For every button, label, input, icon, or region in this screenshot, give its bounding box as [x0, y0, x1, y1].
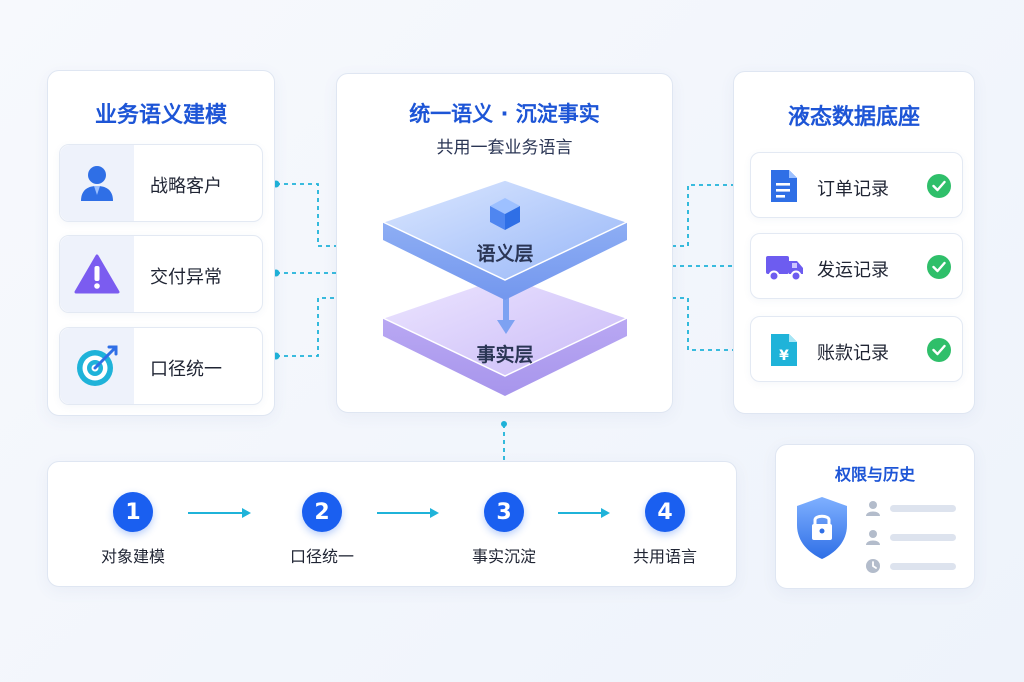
step-1-label: 对象建模	[100, 547, 165, 566]
step-arrows	[188, 508, 610, 518]
arrow-head	[601, 508, 610, 518]
check-icon	[927, 255, 951, 279]
item-label: 口径统一	[150, 359, 222, 380]
check-icon	[927, 338, 951, 362]
person-icon	[60, 145, 134, 221]
step-3-badge: 3	[484, 492, 524, 532]
fact-layer-label: 事实层	[476, 344, 534, 366]
step-2-label: 口径统一	[289, 547, 354, 566]
item-label: 订单记录	[817, 179, 889, 200]
step-2-badge: 2	[302, 492, 342, 532]
liquid-data-foundation-title: 液态数据底座	[787, 105, 920, 130]
list-item-caliber-unified[interactable]: 口径统一	[59, 327, 263, 405]
connector-customer	[276, 183, 378, 247]
step-4-badge: 4	[645, 492, 685, 532]
semantic-layer-label: 语义层	[476, 243, 534, 265]
item-label: 发运记录	[817, 260, 889, 281]
liquid-data-foundation-card: 液态数据底座 订单记录 发运记录 ¥	[733, 71, 975, 414]
arrow-head	[242, 508, 251, 518]
semantic-layer[interactable]: 语义层	[379, 178, 631, 310]
list-item-account-records[interactable]: ¥ 账款记录	[750, 316, 963, 382]
shield-lock-icon	[797, 497, 847, 559]
list-item-shipping-records[interactable]: 发运记录	[750, 233, 963, 299]
step-1-badge: 1	[113, 492, 153, 532]
truck-icon	[766, 256, 803, 282]
check-icon	[927, 174, 951, 198]
user-icon	[866, 530, 880, 545]
item-label: 交付异常	[150, 267, 222, 288]
unified-semantics-card: 统一语义 · 沉淀事实 共用一套业务语言 事实层	[336, 73, 673, 413]
permission-line	[890, 505, 956, 512]
semantic-modeling-title: 业务语义建模	[94, 103, 227, 128]
clock-icon	[866, 559, 880, 573]
item-label: 战略客户	[150, 176, 222, 197]
history-line	[890, 563, 956, 570]
user-icon	[866, 501, 880, 516]
arrow-down-icon	[497, 296, 515, 334]
cube-icon	[490, 198, 520, 230]
step-4-label: 共用语言	[632, 547, 697, 566]
unified-semantics-subtitle: 共用一套业务语言	[436, 138, 573, 158]
semantic-modeling-card: 业务语义建模 战略客户 交付异常	[47, 70, 275, 416]
permissions-history-card: 权限与历史	[775, 444, 975, 589]
svg-text:¥: ¥	[779, 348, 789, 364]
target-icon	[60, 328, 134, 404]
warning-icon	[60, 236, 134, 312]
invoice-icon: ¥	[771, 334, 797, 366]
list-item-order-records[interactable]: 订单记录	[750, 152, 963, 218]
unified-semantics-title: 统一语义 · 沉淀事实	[409, 102, 600, 126]
permission-line	[890, 534, 956, 541]
list-item-delivery-anomaly[interactable]: 交付异常	[59, 235, 263, 313]
step-3-label: 事实沉淀	[471, 547, 536, 566]
item-label: 账款记录	[817, 343, 889, 364]
arrow-head	[430, 508, 439, 518]
list-item-strategic-customer[interactable]: 战略客户	[59, 144, 263, 222]
permissions-history-title: 权限与历史	[834, 465, 915, 484]
process-steps-card: 1 对象建模 2 口径统一 3 事实沉淀 4 共用语言	[47, 461, 737, 587]
document-icon	[771, 170, 797, 202]
